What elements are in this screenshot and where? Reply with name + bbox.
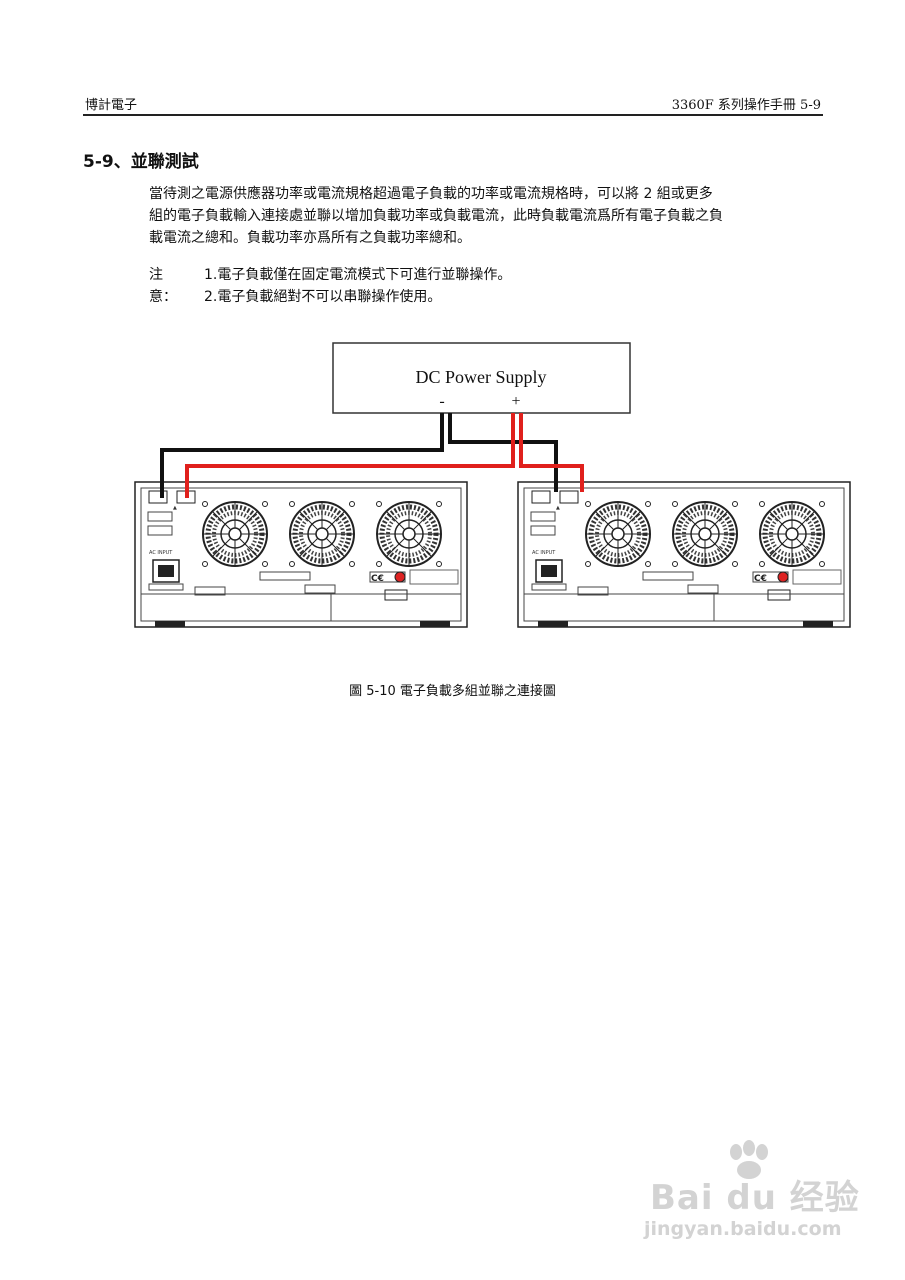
baidu-watermark: Bai du 经验 jingyan.baidu.com — [640, 1140, 860, 1250]
paragraph-line: 當待測之電源供應器功率或電流規格超過電子負載的功率或電流規格時，可以將 2 組或… — [149, 186, 713, 202]
plus-terminal-label: + — [511, 393, 520, 410]
watermark-url: jingyan.baidu.com — [644, 1218, 842, 1240]
watermark-logo: Bai du 经验 — [650, 1178, 860, 1218]
header-manual-ref: 3360F 系列操作手冊 5-9 — [671, 98, 821, 113]
electronic-load-left — [135, 482, 467, 627]
section-paragraph: 當待測之電源供應器功率或電流規格超過電子負載的功率或電流規格時，可以將 2 組或… — [149, 183, 829, 249]
note-item: 2.電子負載絕對不可以串聯操作使用。 — [204, 289, 442, 305]
note-label: 注意： — [149, 267, 177, 305]
dc-power-supply-box: DC Power Supply - + — [332, 342, 631, 414]
header-company: 博計電子 — [85, 98, 138, 113]
paw-icon — [730, 1140, 768, 1179]
positive-wires — [185, 413, 584, 498]
minus-terminal-label: - — [439, 393, 444, 410]
note-item: 1.電子負載僅在固定電流模式下可進行並聯操作。 — [204, 267, 512, 283]
connection-diagram: ▲ AC INPUT C€ DC Power Supply — [0, 342, 905, 640]
paragraph-line: 組的電子負載輸入連接處並聯以增加負載功率或負載電流，此時負載電流爲所有電子負載之… — [149, 208, 723, 224]
page-header: 博計電子 3360F 系列操作手冊 5-9 — [83, 92, 823, 116]
electronic-load-right — [518, 482, 850, 627]
figure-caption: 圖 5-10 電子負載多組並聯之連接圖 — [349, 684, 556, 699]
power-supply-label: DC Power Supply — [415, 367, 546, 387]
paragraph-line: 載電流之總和。負載功率亦爲所有之負載功率總和。 — [149, 230, 471, 246]
section-title: 5-9、並聯測試 — [83, 152, 199, 172]
